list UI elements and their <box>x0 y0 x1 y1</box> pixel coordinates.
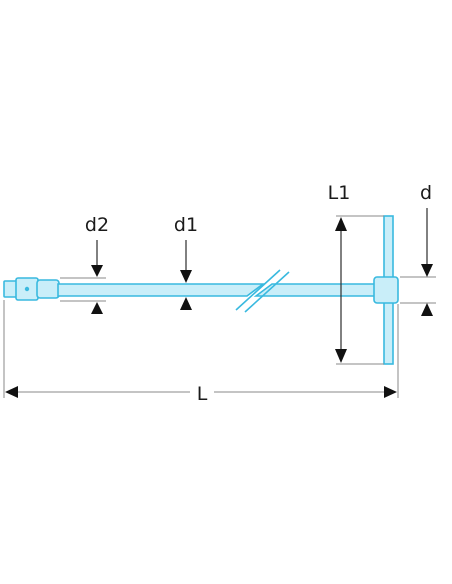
label-d: d <box>420 182 432 204</box>
shaft-left <box>57 283 266 297</box>
dimension-d1: d1 <box>174 214 198 310</box>
dimension-d: d <box>400 182 436 316</box>
label-L1: L1 <box>328 182 351 204</box>
joint-collar <box>36 279 60 299</box>
label-L: L <box>197 383 208 405</box>
break-line-1 <box>235 269 281 311</box>
d2-arrow-down-icon <box>91 265 103 277</box>
d-arrow-down-icon <box>421 264 433 277</box>
d2-arrow-up-icon <box>91 302 103 314</box>
d-arrow-up-icon <box>421 303 433 316</box>
dimension-d2: d2 <box>60 214 109 314</box>
label-d1: d1 <box>174 214 198 236</box>
L1-arrow-up-icon <box>335 217 347 231</box>
break-line-2 <box>244 271 290 313</box>
dimension-L1: L1 <box>328 182 384 365</box>
L-arrow-left-icon <box>5 386 18 398</box>
handle-hub <box>373 276 399 304</box>
joint-pin-icon <box>24 286 30 292</box>
label-d2: d2 <box>85 214 109 236</box>
square-drive-tip <box>3 280 18 298</box>
d1-arrow-down-icon <box>180 270 192 283</box>
d1-arrow-up-icon <box>180 297 192 310</box>
dimension-L: L <box>3 300 399 405</box>
L1-arrow-down-icon <box>335 349 347 363</box>
L-arrow-right-icon <box>384 386 397 398</box>
t-handle-wrench <box>3 215 399 365</box>
